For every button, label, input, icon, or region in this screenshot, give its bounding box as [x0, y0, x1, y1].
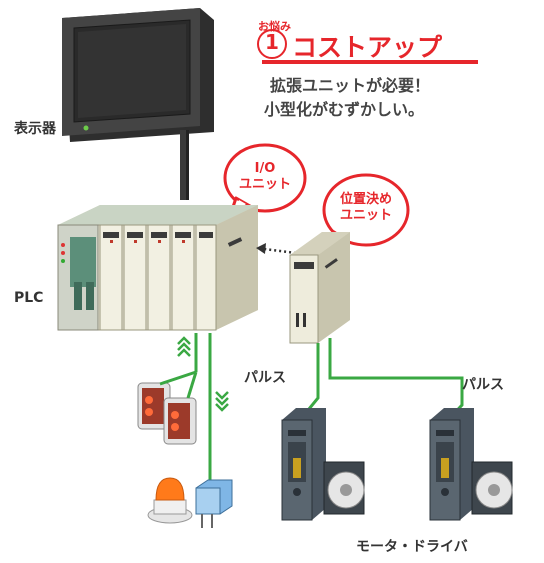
positioning-unit-label-1: 位置決め: [339, 192, 392, 207]
positioning-unit: [289, 232, 350, 344]
display-label: 表示器: [14, 121, 56, 137]
pulse-wires: [298, 338, 464, 422]
signal-lamp: [147, 477, 193, 524]
servo-motor-left: [323, 461, 365, 515]
display-panel: [62, 8, 214, 200]
plc-rack: [57, 205, 258, 331]
pulse-label-right: パルス: [462, 377, 504, 393]
motor-driver-label: モータ・ドライバ: [356, 539, 468, 555]
connection-arrow: [256, 243, 297, 255]
sensor-wires: [194, 333, 212, 485]
servo-motor-right: [471, 461, 513, 515]
title-ruby: お悩み: [258, 20, 291, 33]
plc-label: PLC: [14, 290, 44, 306]
servo-driver-left: [281, 408, 326, 521]
pulse-label-left: パルス: [244, 370, 286, 386]
photoelectric-sensors: [137, 370, 198, 445]
positioning-unit-label-2: ユニット: [339, 208, 392, 223]
servo-driver-right: [429, 408, 474, 521]
page-title: コストアップ: [292, 33, 443, 62]
problem-line-1: 拡張ユニットが必要！: [270, 76, 431, 95]
relay-module: [195, 479, 233, 528]
io-unit-label-2: ユニット: [238, 177, 291, 192]
io-unit-label-1: I/O: [254, 161, 276, 176]
input-direction-icon: [177, 336, 191, 357]
number-badge: [257, 29, 287, 59]
title-number: 1: [265, 30, 279, 54]
output-direction-icon: [215, 391, 229, 412]
problem-line-2: 小型化がむずかしい。: [264, 100, 425, 119]
